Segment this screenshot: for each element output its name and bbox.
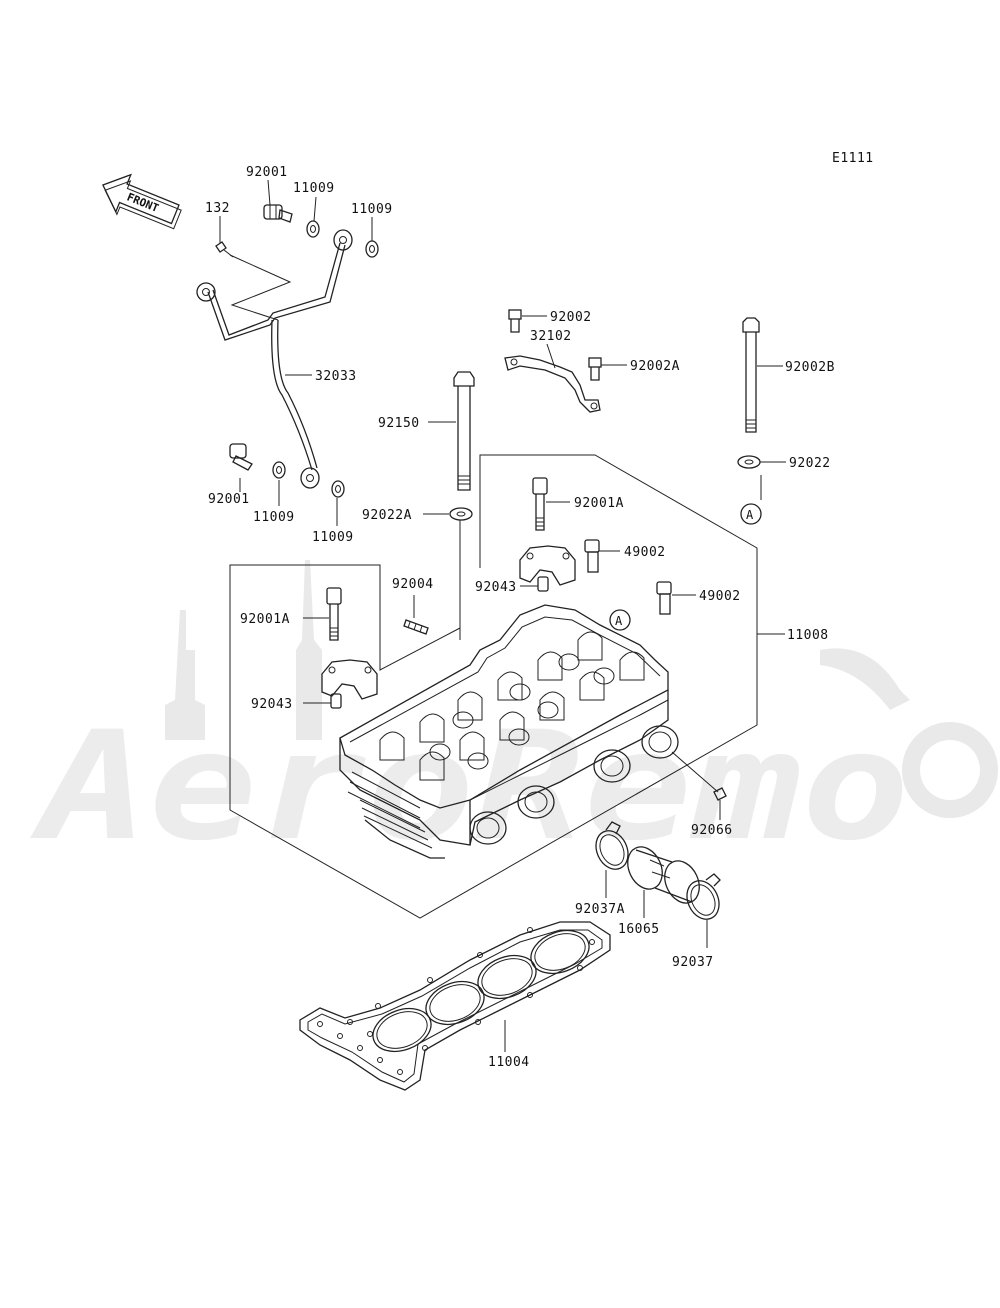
cam-saddles [379, 631, 645, 781]
plug-49002-b [656, 581, 672, 615]
callout-a-right-letter: A [746, 508, 754, 522]
label-49002-a: 49002 [624, 545, 666, 560]
label-92002A: 92002A [630, 359, 680, 374]
dowel-92043-top [537, 576, 549, 592]
label-11009-d: 11009 [312, 530, 354, 545]
bolt-92002B [742, 317, 760, 433]
label-32102: 32102 [530, 329, 572, 344]
label-92001-mid: 92001 [208, 492, 250, 507]
label-92150: 92150 [378, 416, 420, 431]
label-11008: 11008 [787, 628, 829, 643]
label-11009-a: 11009 [293, 181, 335, 196]
label-92001A-left: 92001A [240, 612, 290, 627]
clamp-92037A [595, 821, 629, 870]
part-labels: 92001 11009 132 11009 92002 32102 92002A… [205, 165, 835, 1070]
bracket-32102 [504, 355, 601, 413]
gasket-holes [317, 927, 595, 1075]
dowel-92043-left [330, 693, 342, 709]
watermark: AeroRemo [29, 560, 998, 874]
label-92001A-top: 92001A [574, 496, 624, 511]
banjo-bolt-92001-mid [229, 443, 253, 471]
bolt-92001A-left [326, 587, 342, 641]
label-92002: 92002 [550, 310, 592, 325]
bolt-92001A-top [532, 477, 548, 531]
tappet-bores [429, 653, 615, 770]
label-92022A: 92022A [362, 508, 412, 523]
plug-92066 [713, 787, 727, 801]
banjo-bolt-92001-top [263, 204, 293, 223]
stud-92004 [403, 619, 429, 635]
label-11004: 11004 [488, 1055, 530, 1070]
label-32033: 32033 [315, 369, 357, 384]
cam-cap-left [321, 659, 378, 700]
label-92066: 92066 [691, 823, 733, 838]
callout-a-head: A [609, 609, 631, 631]
front-arrow-icon: FRONT [102, 173, 182, 230]
label-92004: 92004 [392, 577, 434, 592]
bolt-92150 [453, 371, 475, 491]
group-outline [229, 454, 758, 919]
label-11009-b: 11009 [351, 202, 393, 217]
exhaust-ports [469, 725, 679, 845]
washer-92022 [737, 455, 761, 469]
label-92001-top: 92001 [246, 165, 288, 180]
label-132: 132 [205, 201, 230, 216]
washer-11009-b [365, 240, 379, 258]
head-gasket-11004 [299, 921, 611, 1091]
cylinder-head-11008 [339, 604, 679, 859]
label-92037A: 92037A [575, 902, 625, 917]
label-11009-c: 11009 [253, 510, 295, 525]
bolt-132 [215, 241, 234, 258]
label-92037: 92037 [672, 955, 714, 970]
washer-11009-c [272, 461, 286, 479]
label-92043-top: 92043 [475, 580, 517, 595]
leader-lines [219, 179, 786, 1052]
label-92002B: 92002B [785, 360, 835, 375]
label-92043-left: 92043 [251, 697, 293, 712]
insulator-16065 [627, 846, 700, 904]
bolt-92002A [588, 357, 602, 381]
diagram-code: E1111 [832, 151, 874, 166]
washer-92022A [449, 507, 473, 521]
oil-pipe-32033 [196, 229, 353, 489]
label-16065: 16065 [618, 922, 660, 937]
callout-a-right: A [740, 503, 762, 525]
plug-49002-a [584, 539, 600, 573]
clamp-92037 [686, 873, 721, 920]
cam-cap-top [519, 545, 576, 586]
label-92022: 92022 [789, 456, 831, 471]
callout-a-head-letter: A [615, 614, 623, 628]
washer-11009-a [306, 220, 320, 238]
label-49002-b: 49002 [699, 589, 741, 604]
bolt-92002 [508, 309, 522, 333]
washer-11009-d [331, 480, 345, 498]
